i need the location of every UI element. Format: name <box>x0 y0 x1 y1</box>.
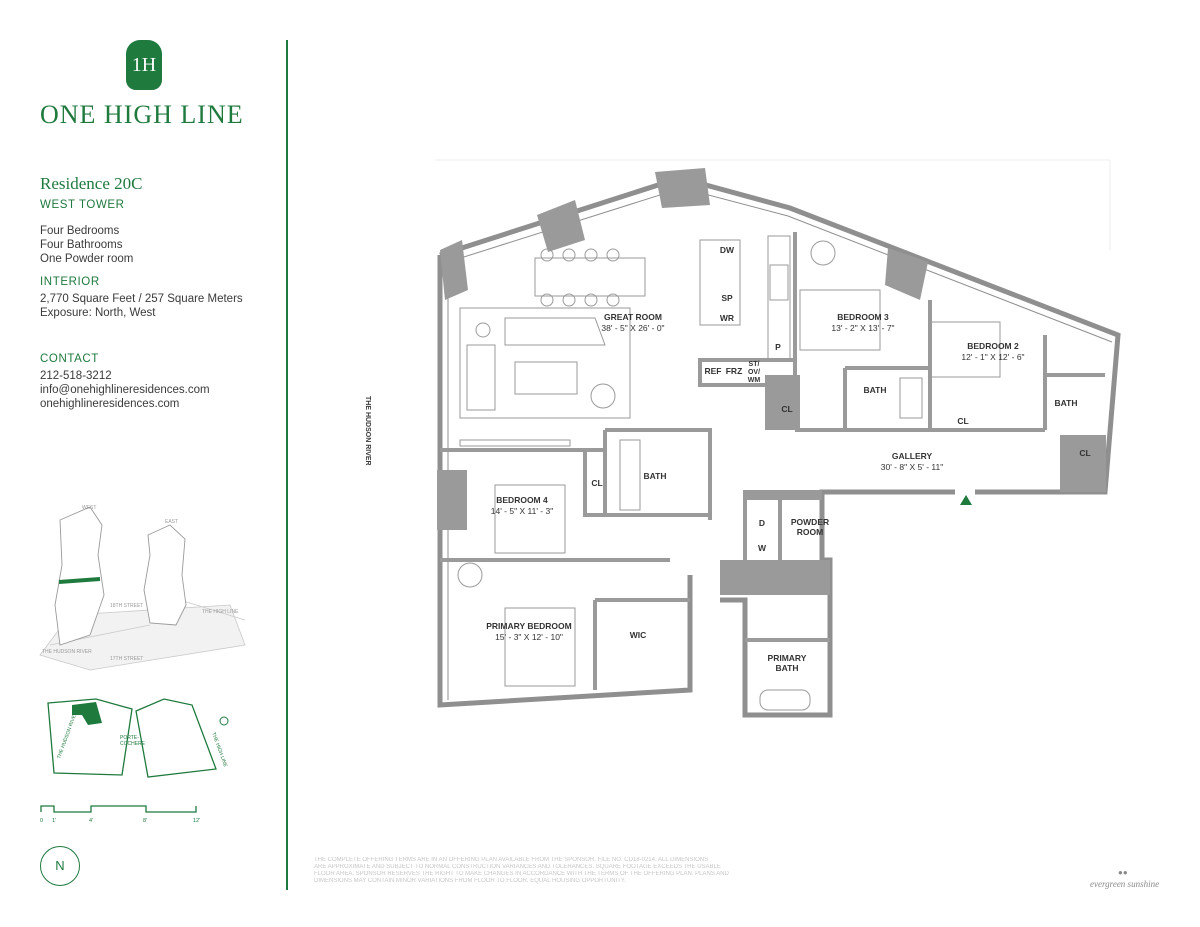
residence-title: Residence 20C <box>40 174 143 193</box>
bedroom-furniture <box>457 240 1001 711</box>
building-site-map: WEST EAST 18TH STREET THE HIGH LINE THE … <box>39 505 246 671</box>
scale-tick: 1' <box>52 818 56 824</box>
contact-heading: CONTACT <box>40 353 99 365</box>
room-name-primary-bath-1: PRIMARY <box>768 653 807 663</box>
contact-phone: 212-518-3212 <box>40 370 112 382</box>
contact-info: 212-518-3212 info@onehighlineresidences.… <box>40 369 210 411</box>
map-label-hudson: THE HUDSON RIVER <box>42 649 92 655</box>
room-name-closet-4: CL <box>1079 448 1090 458</box>
kitchen-label-dw: DW <box>720 245 735 255</box>
room-dims-gallery: 30' - 8" X 5' - 11" <box>881 462 944 472</box>
room-name-gallery: GALLERY <box>892 451 933 461</box>
disclaimer-line: DIMENSIONS MAY CONTAIN MINOR VARIATIONS … <box>314 878 626 884</box>
room-dims-primary-bedroom: 15' - 3" X 12' - 10" <box>495 632 563 642</box>
floor-highlight-line <box>58 577 101 584</box>
site-plan: THE HUDSON RIVER PORTE- COCHERE THE HIGH… <box>47 698 229 778</box>
site-plan-north-icon <box>219 716 229 726</box>
kitchen-label-sp: SP <box>721 293 733 303</box>
room-name-great-room: GREAT ROOM <box>604 312 662 322</box>
kitchen-label-frz: FRZ <box>726 366 743 376</box>
kitchen-label-st-1: ST/ <box>749 361 760 368</box>
feature-item: One Powder room <box>40 253 134 265</box>
structural-columns <box>437 168 1106 595</box>
map-label-17th-street: 17TH STREET <box>110 656 143 662</box>
map-label-east: EAST <box>165 519 178 525</box>
interior-exposure: Exposure: North, West <box>40 307 156 319</box>
room-name-closet-3: CL <box>957 416 968 426</box>
room-name-primary-bedroom: PRIMARY BEDROOM <box>486 621 571 631</box>
map-label-high-line: THE HIGH LINE <box>202 609 239 615</box>
brand-name: ONE HIGH LINE <box>40 100 244 129</box>
scale-tick: 0 <box>40 818 43 824</box>
kitchen-label-wr: WR <box>720 313 734 323</box>
interior-size: 2,770 Square Feet / 257 Square Meters <box>40 293 243 305</box>
room-name-bath-2: BATH <box>864 385 887 395</box>
north-compass-letter: N <box>55 858 65 873</box>
kitchen-label-ref: REF <box>705 366 722 376</box>
info-sidebar: 1H ONE HIGH LINE Residence 20C WEST TOWE… <box>0 0 286 927</box>
kitchen-label-st-2: OV/ <box>748 369 760 376</box>
sidebar-divider <box>286 40 288 890</box>
interior-info: 2,770 Square Feet / 257 Square Meters Ex… <box>40 292 243 320</box>
great-room-furniture <box>459 248 646 447</box>
entry-door-arrow-icon <box>960 495 972 505</box>
site-plan-porte: PORTE- <box>120 735 139 741</box>
map-label-18th-street: 18TH STREET <box>110 603 143 609</box>
scale-tick: 4' <box>89 818 93 824</box>
map-label-west: WEST <box>82 505 96 511</box>
scale-tick: 8' <box>143 818 147 824</box>
feature-item: Four Bedrooms <box>40 225 120 237</box>
brand-monogram-badge: 1H <box>126 40 162 90</box>
feature-item: Four Bathrooms <box>40 239 123 251</box>
room-name-bedroom-3: BEDROOM 3 <box>837 312 889 322</box>
contact-website: onehighlineresidences.com <box>40 398 180 410</box>
disclaimer-line: ARE APPROXIMATE AND SUBJECT TO NORMAL CO… <box>314 864 721 870</box>
contact-email: info@onehighlineresidences.com <box>40 384 210 396</box>
room-name-bath-3: BATH <box>1055 398 1078 408</box>
brand-monogram: 1H <box>131 54 157 76</box>
room-name-bedroom-4: BEDROOM 4 <box>496 495 548 505</box>
site-plan-cochere: COCHERE <box>120 741 146 747</box>
room-name-wic: WIC <box>630 630 647 640</box>
features-list: Four Bedrooms Four Bathrooms One Powder … <box>40 224 133 266</box>
kitchen-outline <box>699 235 791 362</box>
room-name-powder-1: POWDER <box>791 517 829 527</box>
interior-heading: INTERIOR <box>40 276 100 288</box>
north-compass-icon: N <box>40 846 80 886</box>
room-name-powder-2: ROOM <box>797 527 823 537</box>
designer-credit: evergreen sunshine <box>1090 879 1160 889</box>
room-name-bath-1: BATH <box>644 471 667 481</box>
room-dims-bedroom-3: 13' - 2" X 13' - 7" <box>831 323 894 333</box>
room-dims-bedroom-2: 12' - 1" X 12' - 6" <box>961 352 1024 362</box>
river-label: THE HUDSON RIVER <box>364 396 371 466</box>
credit-logo-icon: ●● <box>1118 868 1128 877</box>
kitchen-label-p: P <box>775 342 781 352</box>
laundry-label-w: W <box>758 543 767 553</box>
tower-label: WEST TOWER <box>40 199 125 211</box>
room-dims-bedroom-4: 14' - 5" X 11' - 3" <box>491 506 554 516</box>
laundry-label-d: D <box>759 518 765 528</box>
disclaimer-line: FLOOR AREA. SPONSOR RESERVES THE RIGHT T… <box>314 871 729 877</box>
room-name-bedroom-2: BEDROOM 2 <box>967 341 1019 351</box>
kitchen-label-st-3: WM <box>748 377 761 384</box>
room-name-closet-1: CL <box>591 478 602 488</box>
room-dims-great-room: 38' - 5" X 26' - 0" <box>601 323 664 333</box>
room-name-closet-2: CL <box>781 404 792 414</box>
site-building-footprint <box>72 702 102 725</box>
room-name-primary-bath-2: BATH <box>776 663 799 673</box>
scale-bar: 0 1' 4' 8' 12' <box>40 805 200 824</box>
disclaimer-line: THE COMPLETE OFFERING TERMS ARE IN AN OF… <box>314 857 709 863</box>
scale-tick: 12' <box>193 818 200 824</box>
legal-disclaimer: THE COMPLETE OFFERING TERMS ARE IN AN OF… <box>314 857 764 885</box>
